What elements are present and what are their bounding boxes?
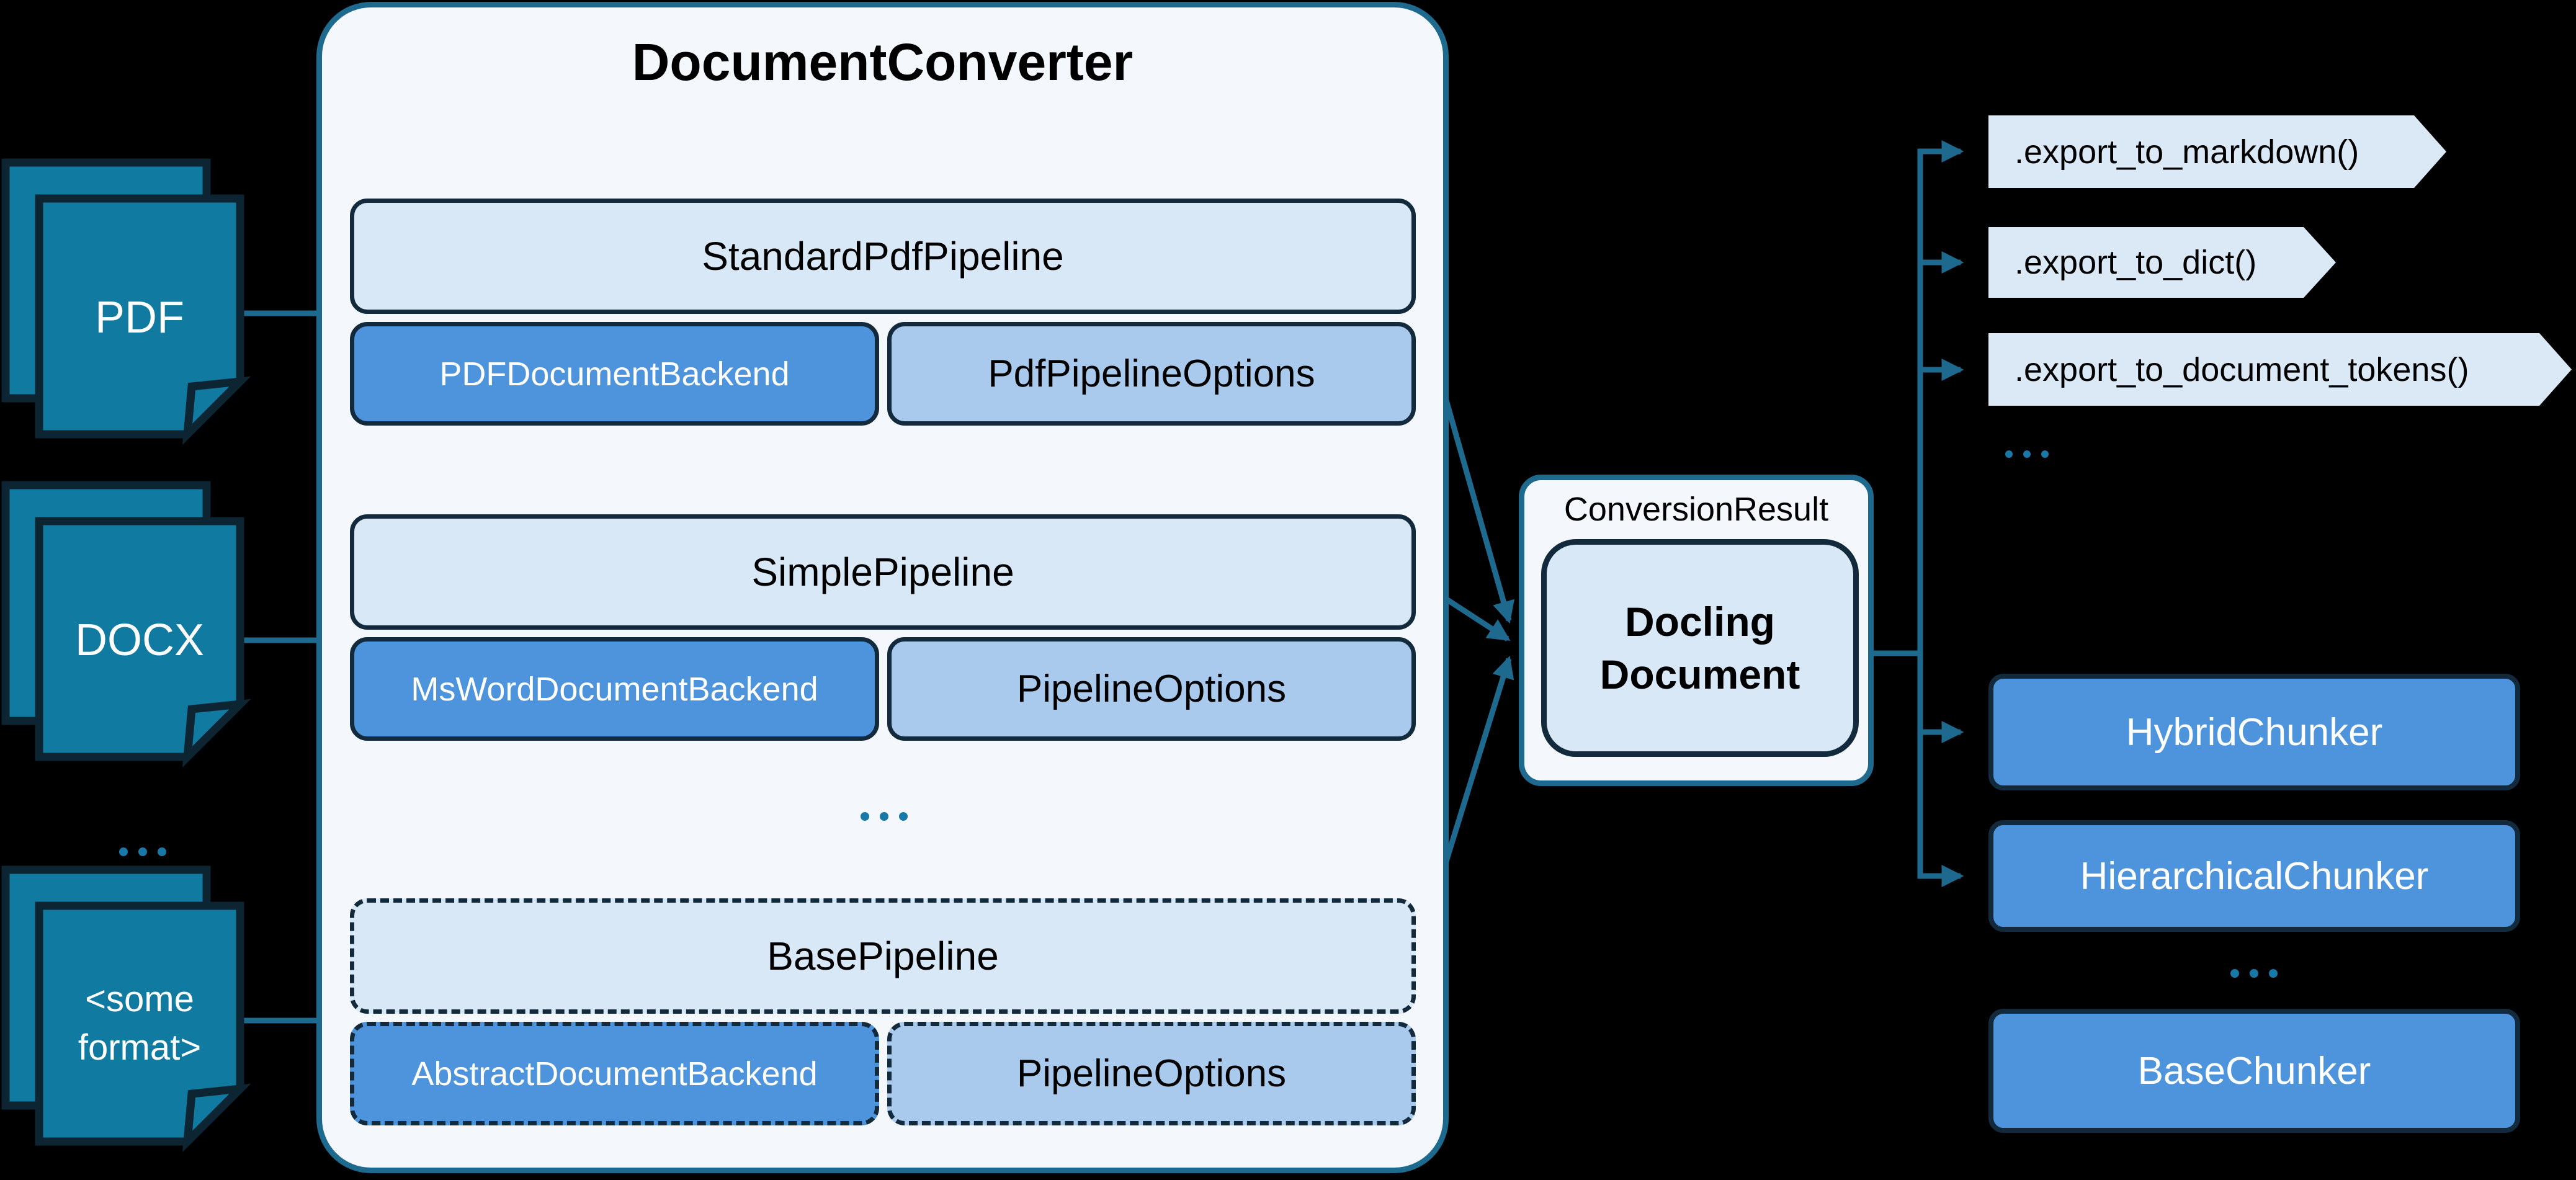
inputs-ellipsis-dots [93,844,192,860]
options-pipelineoptions: PipelineOptions [887,637,1416,741]
document-corner-fold [182,1083,251,1153]
document-label-someformat-line2: format> [78,1027,201,1068]
backend-pdfdocumentbackend: PDFDocumentBackend [350,322,879,426]
converter-ellipsis-dots [834,808,934,825]
options-pdfpipelineoptions: PdfPipelineOptions [887,322,1416,426]
chunker-base: BaseChunker [1988,1009,2520,1133]
pipeline-basepipeline: BasePipeline [350,898,1416,1014]
document-converter-title: DocumentConverter [632,33,1134,91]
export-tag-dict: .export_to_dict() [1988,227,2336,298]
export-tag-markdown: .export_to_markdown() [1988,115,2446,188]
input-docx: DOCX [1,481,251,768]
chunkers-ellipsis-dots [2204,965,2304,981]
options-pipelineoptions-base: PipelineOptions [887,1022,1416,1125]
conversion-result-label: ConversionResult [1563,491,1829,528]
pipeline-simplepipeline: SimplePipeline [350,514,1416,630]
input-pdf: PDF [1,158,251,445]
pipeline-standardpdfpipeline: StandardPdfPipeline [350,199,1416,314]
backend-abstractdocumentbackend: AbstractDocumentBackend [350,1022,879,1125]
input-someformat: <some format> [1,865,251,1153]
document-label-docx: DOCX [75,615,204,665]
exports-ellipsis-dots [1993,447,2061,462]
chunker-hierarchical: HierarchicalChunker [1988,820,2520,932]
document-label-pdf: PDF [95,293,184,342]
backend-msworddocumentbackend: MsWordDocumentBackend [350,637,879,741]
document-corner-fold [182,699,251,768]
document-corner-fold [182,376,251,445]
docling-document-box: Docling Document [1541,539,1859,757]
document-label-someformat-line1: <some [85,979,194,1019]
docling-document-line1: Docling [1625,599,1775,645]
export-tag-document-tokens: .export_to_document_tokens() [1988,333,2572,406]
docling-document-line2: Document [1599,651,1800,697]
chunker-hybrid: HybridChunker [1988,674,2520,790]
